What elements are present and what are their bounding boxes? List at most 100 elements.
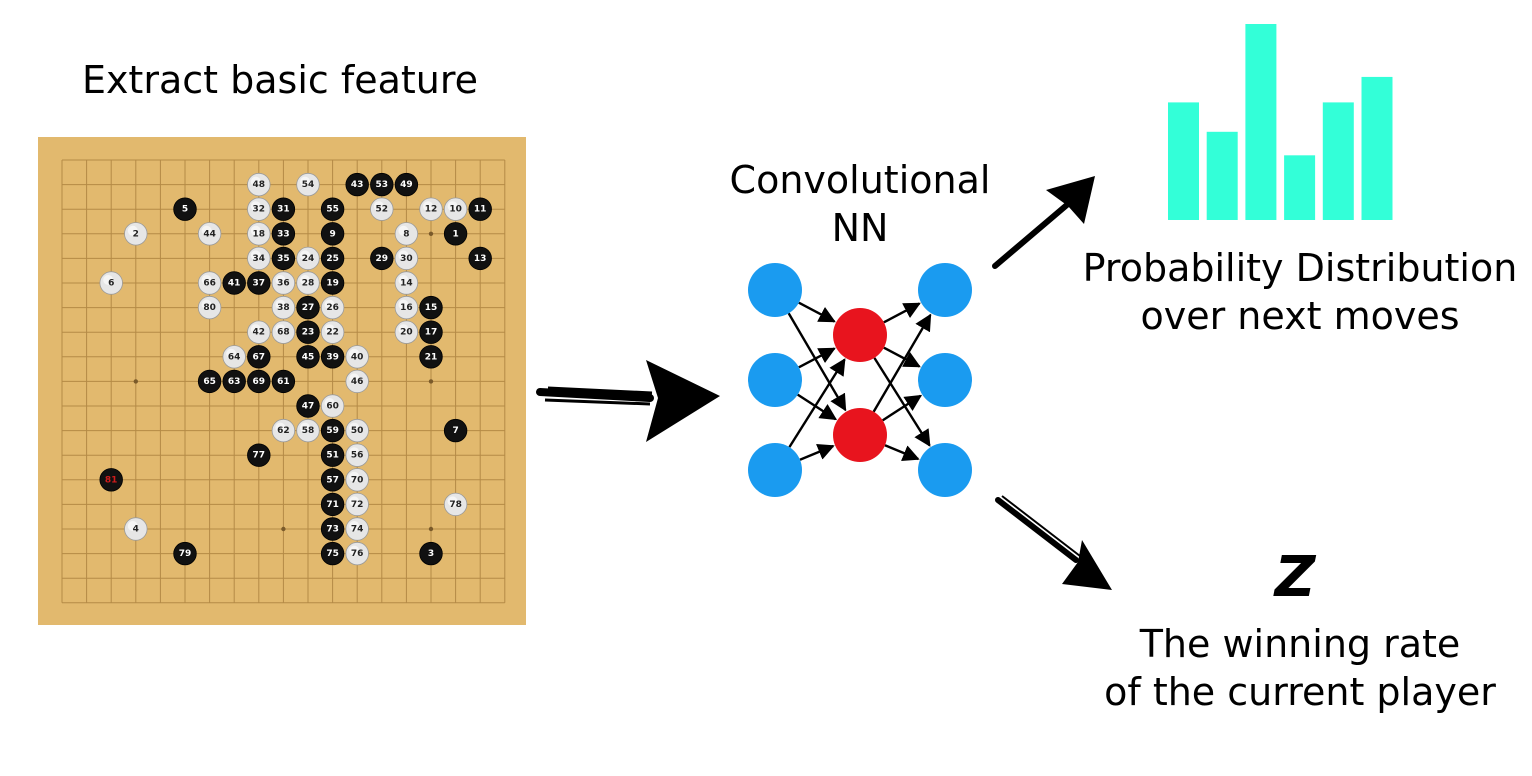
go-stone: 68 bbox=[271, 320, 296, 344]
stone-number: 6 bbox=[108, 279, 114, 289]
stone-number: 41 bbox=[228, 279, 241, 289]
stone-number: 55 bbox=[326, 205, 339, 215]
output-node bbox=[918, 443, 972, 497]
stone-number: 16 bbox=[400, 303, 413, 313]
network-edge bbox=[797, 393, 838, 421]
black-stone bbox=[443, 222, 468, 246]
stone-highlight bbox=[349, 447, 360, 458]
black-stone bbox=[468, 197, 492, 221]
black-stone bbox=[271, 246, 296, 271]
policy-output-title: Probability Distribution over next moves bbox=[1070, 244, 1530, 340]
stone-number: 67 bbox=[253, 352, 266, 362]
stone-number: 74 bbox=[351, 525, 364, 535]
black-stone bbox=[247, 369, 271, 394]
value-symbol-text: Z bbox=[1274, 545, 1316, 610]
go-stone: 1 bbox=[443, 222, 468, 246]
black-stone bbox=[296, 295, 320, 320]
network-edges bbox=[787, 301, 932, 461]
stone-number: 61 bbox=[277, 377, 290, 387]
stone-number: 23 bbox=[302, 328, 315, 338]
go-stone: 14 bbox=[394, 271, 419, 295]
go-stone: 79 bbox=[173, 541, 197, 566]
go-stone: 39 bbox=[320, 345, 345, 369]
stone-number: 50 bbox=[351, 426, 364, 436]
go-stone: 22 bbox=[320, 320, 345, 344]
go-stone: 43 bbox=[345, 172, 369, 197]
go-stone: 48 bbox=[247, 172, 271, 197]
value-title-line1: The winning rate bbox=[1139, 622, 1461, 666]
stone-number: 28 bbox=[302, 279, 315, 289]
stone-number: 53 bbox=[376, 180, 389, 190]
stone-highlight bbox=[300, 275, 310, 285]
stone-number: 57 bbox=[326, 475, 339, 485]
black-stone bbox=[419, 541, 443, 566]
black-stone bbox=[247, 271, 271, 295]
stone-highlight bbox=[250, 324, 261, 335]
stone-highlight bbox=[349, 348, 360, 359]
black-stone bbox=[271, 222, 296, 246]
go-stone: 51 bbox=[320, 443, 345, 467]
go-stone: 12 bbox=[419, 197, 443, 221]
go-stone: 15 bbox=[419, 295, 443, 320]
black-stone bbox=[222, 271, 246, 295]
go-stone: 50 bbox=[345, 418, 369, 443]
go-stone: 16 bbox=[394, 295, 419, 320]
stone-highlight bbox=[250, 225, 261, 236]
stone-number: 9 bbox=[329, 229, 335, 239]
stone-number: 69 bbox=[253, 377, 266, 387]
stone-highlight bbox=[398, 225, 409, 236]
go-stone: 77 bbox=[247, 443, 271, 467]
black-stone bbox=[296, 345, 320, 369]
stone-highlight bbox=[447, 496, 458, 507]
stone-highlight bbox=[324, 299, 335, 310]
go-stone: 49 bbox=[394, 172, 419, 197]
go-stone: 73 bbox=[320, 517, 345, 541]
stone-highlight bbox=[324, 324, 335, 335]
go-stone: 28 bbox=[296, 271, 320, 295]
go-stone: 26 bbox=[320, 295, 345, 320]
black-stone bbox=[247, 443, 271, 467]
go-stone: 41 bbox=[222, 271, 246, 295]
stone-number: 32 bbox=[253, 205, 266, 215]
stone-number: 47 bbox=[302, 402, 315, 412]
go-stone: 9 bbox=[320, 222, 345, 246]
stone-number: 66 bbox=[203, 279, 216, 289]
probability-bar bbox=[1206, 131, 1238, 220]
stone-number: 10 bbox=[449, 205, 462, 215]
stone-number: 19 bbox=[326, 279, 339, 289]
go-stone: 23 bbox=[296, 320, 320, 344]
stone-number: 70 bbox=[351, 475, 364, 485]
network-edge bbox=[787, 312, 847, 412]
stone-number: 30 bbox=[400, 254, 413, 264]
black-stone bbox=[320, 418, 345, 443]
stone-number: 52 bbox=[376, 205, 389, 215]
go-stone: 17 bbox=[419, 320, 443, 344]
go-stone: 8 bbox=[394, 222, 419, 246]
stone-number: 13 bbox=[474, 254, 487, 264]
stone-highlight bbox=[349, 422, 360, 433]
black-stone bbox=[173, 541, 197, 566]
stone-number: 59 bbox=[326, 426, 339, 436]
stone-highlight bbox=[349, 471, 360, 482]
black-stone bbox=[99, 468, 123, 492]
go-stone: 75 bbox=[320, 541, 345, 566]
stone-number: 79 bbox=[179, 549, 192, 559]
go-stone: 65 bbox=[197, 369, 222, 394]
stone-highlight bbox=[447, 201, 458, 212]
black-stone bbox=[320, 345, 345, 369]
go-stone: 78 bbox=[443, 492, 468, 517]
network-nodes bbox=[748, 263, 972, 497]
go-stone: 71 bbox=[320, 492, 345, 517]
stone-number: 60 bbox=[326, 402, 339, 412]
go-stone: 66 bbox=[197, 271, 222, 295]
black-stone bbox=[296, 320, 320, 344]
black-stone bbox=[320, 541, 345, 566]
probability-bar bbox=[1322, 102, 1354, 220]
stone-number: 45 bbox=[302, 352, 315, 362]
go-stone: 34 bbox=[247, 246, 271, 271]
stone-highlight bbox=[275, 299, 286, 310]
stone-number: 51 bbox=[326, 451, 339, 461]
stone-highlight bbox=[201, 275, 212, 285]
go-stone: 57 bbox=[320, 468, 345, 492]
network-edge bbox=[884, 444, 920, 461]
